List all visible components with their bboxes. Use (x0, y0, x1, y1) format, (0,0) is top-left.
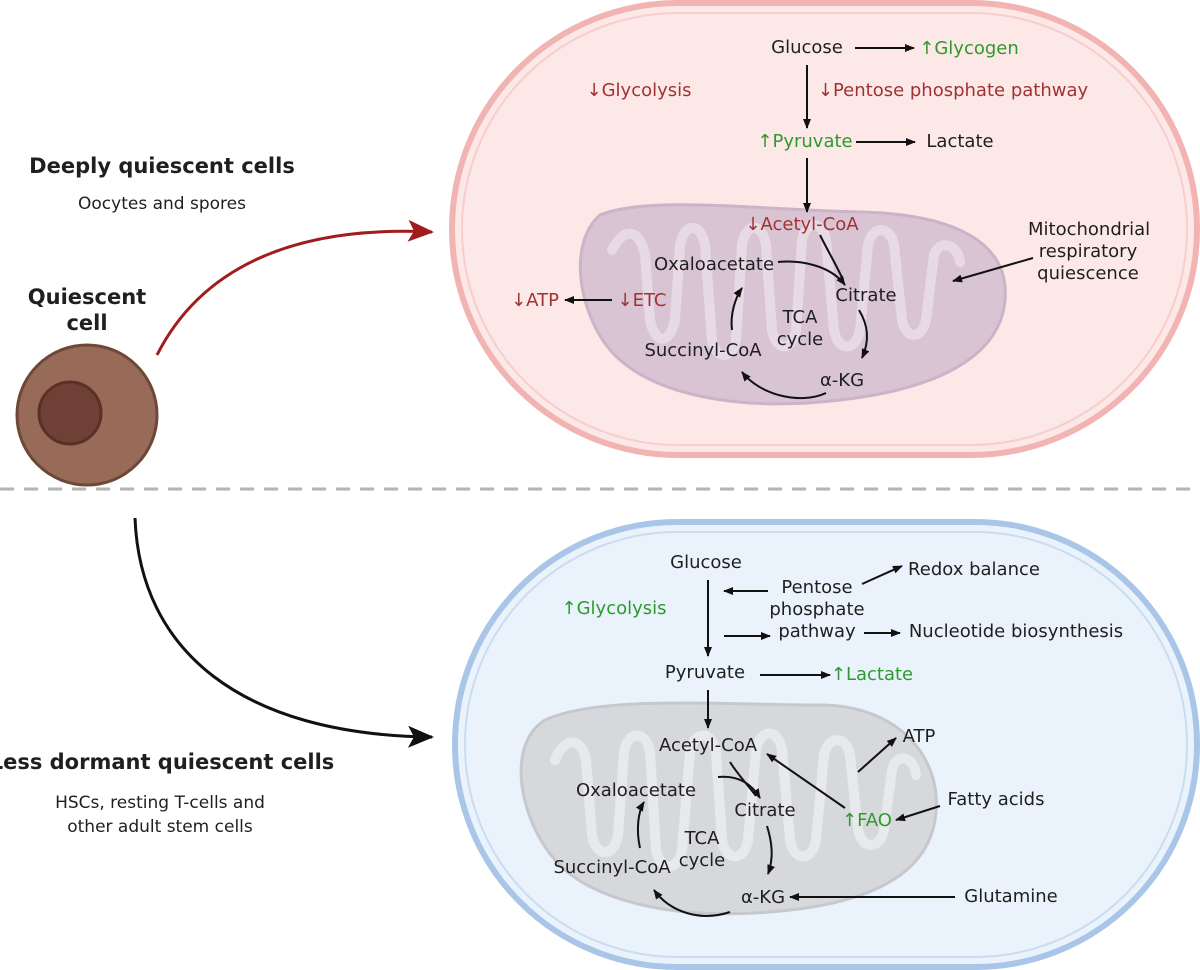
bottom-citrate: Citrate (734, 800, 796, 821)
quiescent-cell-nucleus (37, 380, 103, 446)
pyruvate-label: Pyruvate (772, 131, 853, 152)
top-mitochondrion (578, 203, 1007, 406)
bottom-pyruvate: Pyruvate (664, 662, 746, 683)
glycolysis-label: Glycolysis (576, 598, 667, 619)
glycogen-label: Glycogen (934, 38, 1019, 59)
top-glucose: Glucose (771, 37, 843, 58)
bottom-arrows (635, 565, 955, 917)
bottom-lactate: ↑Lactate (831, 664, 913, 686)
top-lactate: Lactate (926, 131, 994, 152)
top-pyruvate: ↑Pyruvate (757, 131, 852, 153)
bottom-acetyl-coa: Acetyl-CoA (658, 735, 758, 756)
top-succinyl-coa: Succinyl-CoA (644, 340, 762, 361)
up-arrow-icon: ↑ (842, 810, 858, 831)
bottom-succinyl-coa: Succinyl-CoA (553, 857, 671, 878)
down-arrow-icon: ↓ (617, 290, 633, 311)
top-pentose-phosphate: ↓Pentose phosphate pathway (818, 80, 1088, 102)
quiescent-cell-label: Quiescent cell (27, 285, 147, 335)
bottom-atp: ATP (902, 726, 936, 747)
top-cell-inner-membrane (461, 12, 1188, 446)
top-tca-cycle: TCA cycle (776, 307, 824, 350)
less-dormant-subtitle: HSCs, resting T-cells and other adult st… (55, 793, 265, 837)
glycolysis-label: Glycolysis (601, 80, 692, 101)
top-glycogen: ↑Glycogen (919, 38, 1019, 60)
bottom-cell-inner-membrane (464, 531, 1188, 958)
top-atp: ↓ATP (511, 290, 559, 312)
arrow-to-deep-quiescence (155, 219, 434, 356)
bottom-mitochondrion (519, 701, 938, 916)
bottom-alpha-kg: α-KG (740, 887, 786, 908)
down-arrow-icon: ↓ (586, 80, 602, 101)
top-citrate: Citrate (835, 285, 897, 306)
down-arrow-icon: ↓ (511, 290, 527, 311)
bottom-nucleotide-biosynthesis: Nucleotide biosynthesis (908, 621, 1124, 642)
down-arrow-icon: ↓ (817, 80, 833, 101)
lactate-label: Lactate (845, 664, 914, 685)
deep-quiescent-title: Deeply quiescent cells (29, 154, 295, 178)
bottom-pentose-phosphate: Pentose phosphate pathway (769, 577, 865, 642)
bottom-redox-balance: Redox balance (908, 559, 1040, 580)
bottom-fao: ↑FAO (842, 810, 892, 832)
arrow-to-less-dormant (133, 517, 434, 748)
bottom-glutamine: Glutamine (964, 886, 1058, 907)
deep-quiescent-subtitle: Oocytes and spores (78, 194, 246, 214)
up-arrow-icon: ↑ (919, 38, 935, 59)
bottom-tca-cycle: TCA cycle (678, 828, 726, 871)
top-alpha-kg: α-KG (819, 370, 865, 391)
bottom-fatty-acids: Fatty acids (947, 789, 1045, 810)
top-mito-quiescence-label: Mitochondrial respiratory quiescence (1028, 219, 1151, 284)
up-arrow-icon: ↑ (757, 131, 773, 152)
bottom-oxaloacetate: Oxaloacetate (575, 780, 697, 801)
top-acetyl-coa: ↓Acetyl-CoA (745, 214, 858, 236)
bottom-glucose: Glucose (670, 552, 742, 573)
atp-label: ATP (526, 290, 559, 311)
up-arrow-icon: ↑ (830, 664, 846, 685)
top-etc: ↓ETC (618, 290, 667, 312)
acetyl-coa-label: Acetyl-CoA (760, 214, 859, 235)
top-oxaloacetate: Oxaloacetate (653, 254, 775, 275)
ppp-label: Pentose phosphate pathway (832, 80, 1089, 101)
fao-label: FAO (857, 810, 892, 831)
etc-label: ETC (632, 290, 667, 311)
top-arrows (564, 44, 1034, 400)
top-glycolysis: ↓Glycolysis (586, 80, 691, 102)
bottom-glycolysis: ↑Glycolysis (561, 598, 666, 620)
less-dormant-title: Less dormant quiescent cells (0, 750, 335, 774)
down-arrow-icon: ↓ (745, 214, 761, 235)
up-arrow-icon: ↑ (561, 598, 577, 619)
